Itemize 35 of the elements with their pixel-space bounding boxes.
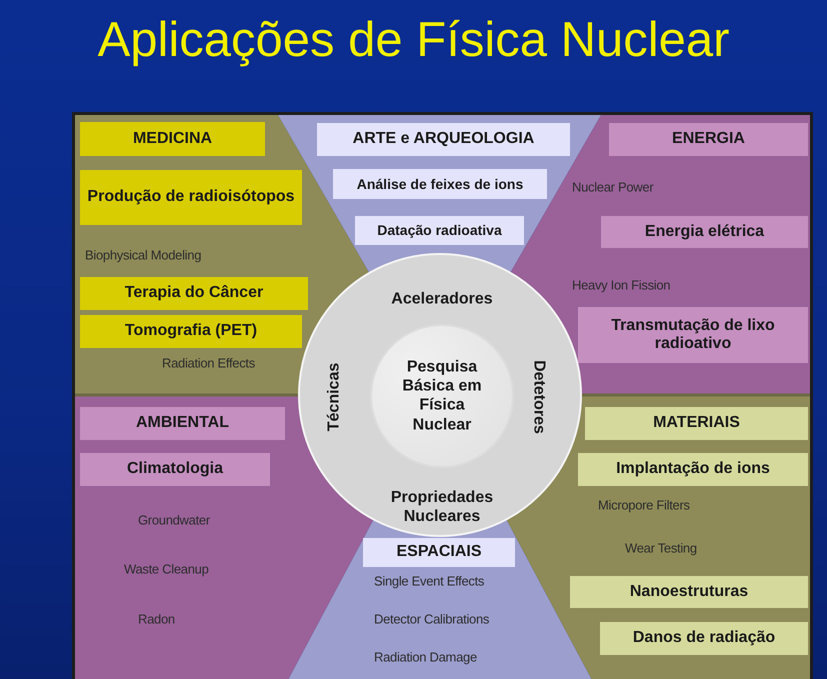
example-text: Single Event Effects [374, 574, 484, 588]
example-text: Micropore Filters [598, 498, 690, 512]
category-heading: ESPACIAIS [363, 538, 515, 567]
category-heading: ENERGIA [609, 123, 808, 156]
example-text: Heavy Ion Fission [572, 278, 670, 292]
example-text: Biophysical Modeling [85, 248, 202, 262]
example-text: Detector Calibrations [374, 612, 490, 626]
application-box: Climatologia [80, 453, 270, 486]
circle-label: Detetores [530, 360, 549, 434]
application-box: Transmutação de lixo radioativo [578, 307, 808, 363]
category-heading: MEDICINA [80, 122, 265, 156]
example-text: Nuclear Power [572, 180, 654, 194]
category-heading: ARTE e ARQUEOLOGIA [317, 123, 570, 156]
application-box: Produção de radioisótopos [80, 170, 302, 225]
example-text: Groundwater [138, 512, 210, 528]
application-box: Nanoestruturas [570, 576, 808, 608]
application-box: Implantação de ions [578, 453, 808, 486]
example-text: Radon [138, 612, 175, 626]
application-box: Danos de radiação [600, 622, 808, 655]
example-text: Radiation Effects [162, 356, 255, 370]
application-box: Energia elétrica [601, 216, 808, 248]
application-box: Terapia do Câncer [80, 277, 308, 310]
circle-label: Pesquisa Básica em Física Nuclear [401, 358, 483, 434]
circle-label: Propriedades Nucleares [390, 488, 494, 526]
circle-label: Aceleradores [391, 289, 493, 309]
category-heading: AMBIENTAL [80, 407, 285, 440]
category-heading: MATERIAIS [585, 407, 808, 440]
application-box: Tomografia (PET) [80, 315, 302, 348]
example-text: Waste Cleanup [124, 562, 208, 576]
application-box: Datação radioativa [355, 216, 524, 245]
application-box: Análise de feixes de ions [333, 169, 547, 199]
slide-title: Aplicações de Física Nuclear [96, 12, 730, 69]
circle-label: Técnicas [324, 362, 344, 432]
example-text: Wear Testing [625, 540, 697, 556]
example-text: Radiation Damage [374, 650, 477, 664]
